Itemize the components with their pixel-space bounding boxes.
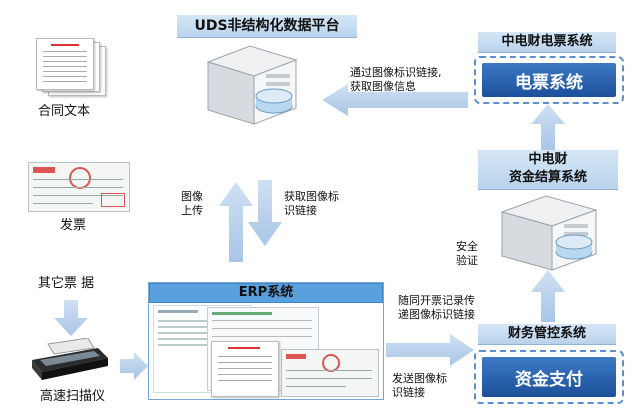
einvoice-box-label: 电票系统 bbox=[482, 63, 616, 97]
einvoice-system-title: 中电财电票系统 bbox=[478, 32, 616, 53]
arrow-other-scanner bbox=[54, 300, 88, 336]
scanner-label: 高速扫描仪 bbox=[40, 389, 106, 404]
other-receipts-label: 其它票 据 bbox=[38, 276, 95, 291]
arrow-finance-up bbox=[531, 270, 565, 322]
arrow-fetch bbox=[248, 180, 282, 246]
accompany-link-label: 随同开票记录传递图像标识链接 bbox=[398, 294, 475, 321]
contract-label: 合同文本 bbox=[38, 104, 91, 119]
arrow-to-uds bbox=[322, 84, 468, 116]
send-link-label: 发送图像标识链接 bbox=[392, 372, 447, 399]
arrow-upload bbox=[219, 182, 253, 262]
arrow-scanner-erp bbox=[120, 352, 148, 380]
invoice-label: 发票 bbox=[60, 218, 87, 233]
settlement-server-icon bbox=[500, 195, 598, 271]
arrow-erp-finance bbox=[386, 334, 474, 366]
contract-document-icon bbox=[36, 38, 116, 96]
uds-platform-title: UDS非结构化数据平台 bbox=[177, 15, 357, 38]
verify-label: 安全验证 bbox=[456, 240, 478, 267]
finance-box-label: 资金支付 bbox=[482, 357, 616, 397]
erp-system-panel: ERP系统 bbox=[148, 282, 384, 400]
uds-server-icon bbox=[206, 45, 298, 125]
via-link-label: 通过图像标识链接,获取图像信息 bbox=[350, 66, 442, 93]
arrow-settlement-up bbox=[531, 104, 565, 150]
finance-payment-box: 资金支付 bbox=[474, 350, 624, 404]
fetch-link-label: 获取图像标识链接 bbox=[284, 190, 339, 217]
invoice-icon bbox=[28, 162, 130, 212]
upload-label: 图像上传 bbox=[181, 190, 203, 217]
finance-control-title: 财务管控系统 bbox=[478, 324, 616, 345]
scanner-icon bbox=[32, 338, 108, 380]
einvoice-system-box: 电票系统 bbox=[474, 56, 624, 104]
settlement-system-title: 中电财 资金结算系统 bbox=[478, 150, 618, 190]
erp-title: ERP系统 bbox=[149, 283, 383, 303]
